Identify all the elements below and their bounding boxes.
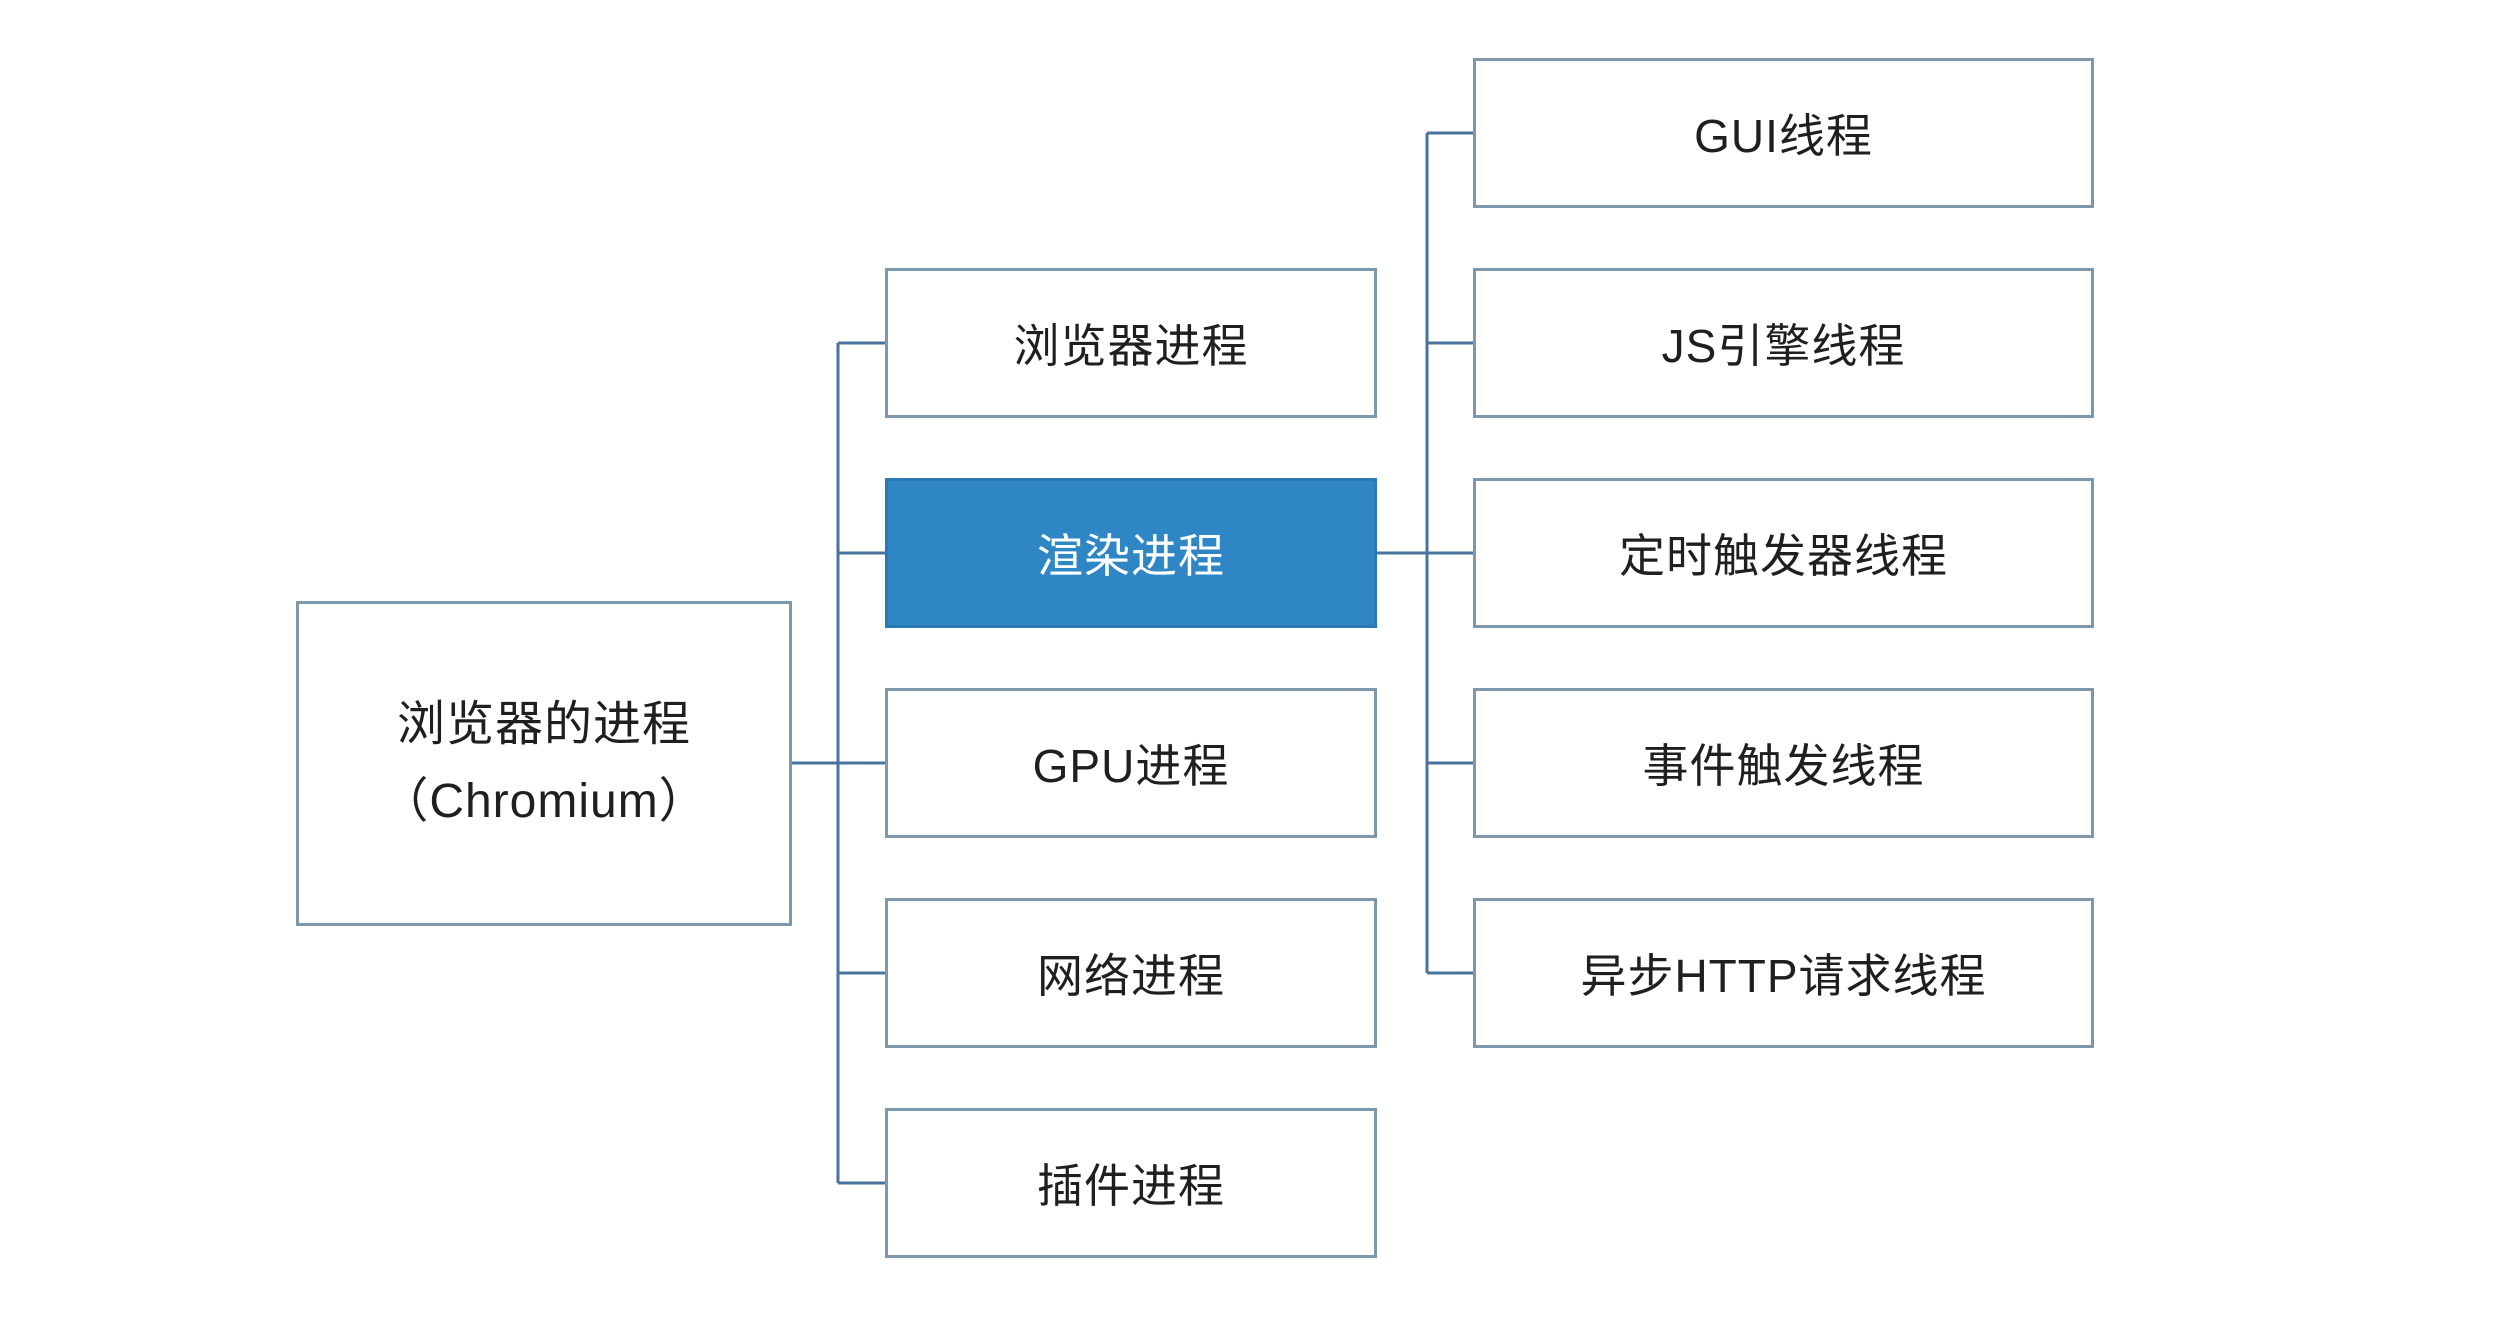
node-label: 定时触发器线程 bbox=[1619, 530, 1948, 582]
node-js-engine-thread: JS引擎线程 bbox=[1473, 268, 2094, 418]
node-label: 浏览器进程 bbox=[1013, 320, 1249, 372]
node-plugin-process: 插件进程 bbox=[885, 1108, 1377, 1258]
root-label-line1: 浏览器的进程 bbox=[396, 697, 691, 751]
node-gui-thread: GUI线程 bbox=[1473, 58, 2094, 208]
node-network-process: 网络进程 bbox=[885, 898, 1377, 1048]
node-label: 事件触发线程 bbox=[1642, 740, 1925, 792]
node-timer-trigger-thread: 定时触发器线程 bbox=[1473, 478, 2094, 628]
node-label: 插件进程 bbox=[1037, 1160, 1225, 1212]
node-event-trigger-thread: 事件触发线程 bbox=[1473, 688, 2094, 838]
node-label: GUI线程 bbox=[1694, 110, 1873, 162]
node-gpu-process: GPU进程 bbox=[885, 688, 1377, 838]
node-browser-process-root: 浏览器的进程 （Chromium） bbox=[296, 601, 792, 926]
node-label: 网络进程 bbox=[1037, 950, 1225, 1002]
node-label: GPU进程 bbox=[1032, 740, 1230, 792]
node-label: JS引擎线程 bbox=[1661, 320, 1906, 372]
node-label: 异步HTTP请求线程 bbox=[1580, 950, 1987, 1002]
node-label: 渲染进程 bbox=[1037, 530, 1225, 582]
root-label-line2: （Chromium） bbox=[380, 774, 708, 828]
node-browser-process: 浏览器进程 bbox=[885, 268, 1377, 418]
node-async-http-thread: 异步HTTP请求线程 bbox=[1473, 898, 2094, 1048]
node-render-process: 渲染进程 bbox=[885, 478, 1377, 628]
